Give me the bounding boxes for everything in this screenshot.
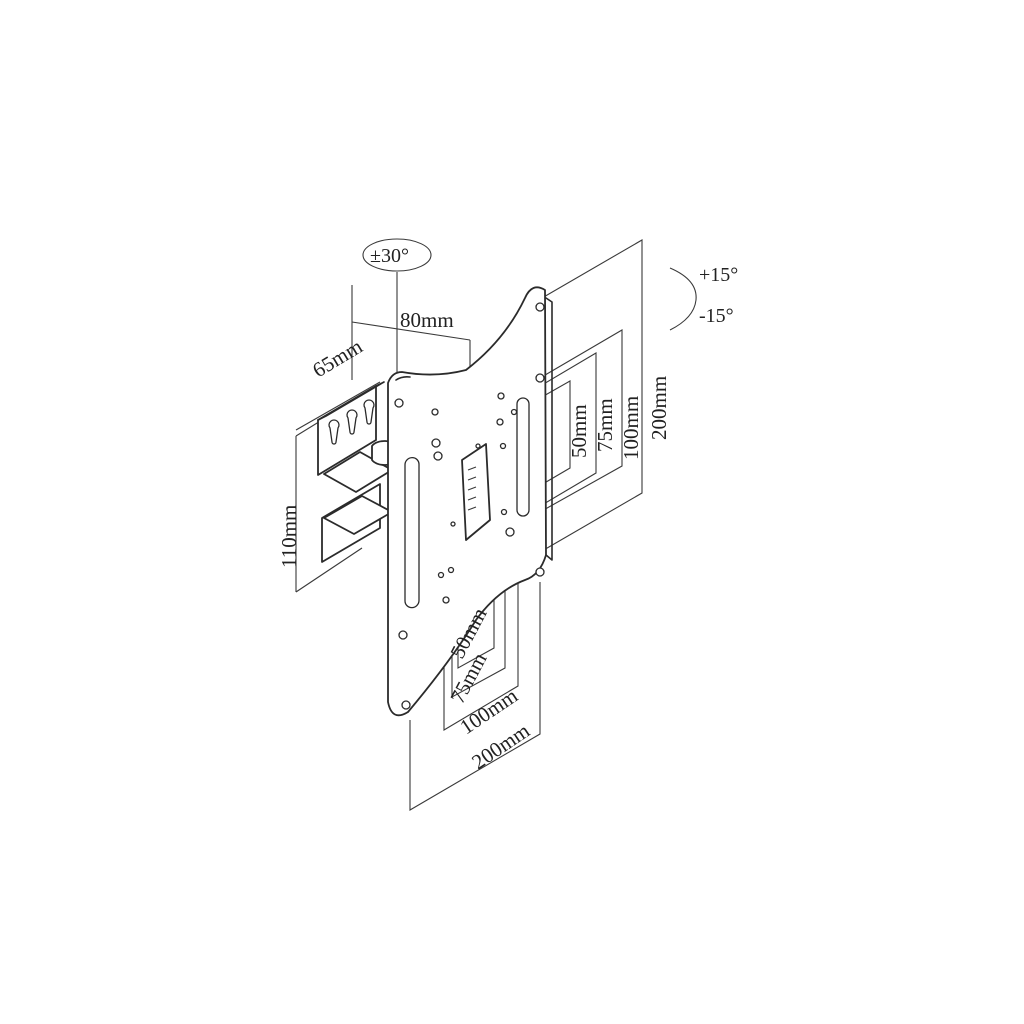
vesa-v-100-label: 100mm: [619, 396, 643, 460]
frame-200-horizontal: [409, 582, 541, 811]
tilt-block: [461, 443, 491, 541]
plate-width-label: 65mm: [308, 334, 366, 382]
mount-hole: [431, 438, 441, 448]
mount-hole: [510, 408, 518, 416]
keyhole-3: [363, 399, 375, 425]
wall-plate: [317, 381, 399, 563]
keyhole-1: [328, 419, 340, 445]
wall-plate-top-flange: [317, 381, 385, 421]
dimension-lines: [295, 272, 471, 593]
tilt-teeth: [467, 466, 477, 511]
slot-left: [404, 456, 420, 609]
mount-hole: [442, 596, 450, 604]
tv-plate-edge: [395, 297, 553, 561]
swivel-label: ±30°: [370, 245, 409, 267]
mount-hole: [433, 451, 443, 461]
frame-100-horizontal: [443, 555, 519, 731]
mount-hole: [398, 630, 408, 640]
vesa-v-75-label: 75mm: [593, 398, 617, 452]
mount-hole: [401, 700, 411, 710]
plate-height-label: 110mm: [277, 505, 301, 568]
arm-depth-label: 80mm: [400, 308, 454, 332]
mount-hole: [497, 392, 505, 400]
mount-hole: [450, 521, 456, 527]
mount-hole: [431, 408, 439, 416]
tilt-arc: [669, 267, 697, 331]
frame-100-vertical: [539, 329, 623, 513]
keyhole-2: [346, 409, 358, 435]
mount-hole: [535, 373, 545, 383]
frame-200-vertical: [541, 239, 643, 552]
mount-hole: [500, 508, 508, 516]
mount-hole: [394, 398, 404, 408]
tilt-indicator: +15° -15°: [669, 264, 738, 331]
mount-hole: [475, 443, 481, 449]
slot-right: [516, 397, 530, 517]
mount-hole: [437, 571, 445, 579]
tilt-down-label: -15°: [699, 305, 734, 327]
vesa-v-200-label: 200mm: [647, 376, 671, 440]
plate-width-line: [295, 381, 381, 431]
vesa-v-50-label: 50mm: [567, 404, 591, 458]
frame-75-vertical: [519, 352, 597, 519]
mount-hole: [499, 442, 507, 450]
mount-hole: [505, 527, 515, 537]
tilt-up-label: +15°: [699, 264, 738, 286]
plate-height-bottom: [295, 547, 363, 593]
swivel-indicator: ±30°: [362, 238, 432, 272]
mount-hole: [447, 566, 455, 574]
arm-depth-line: [351, 321, 471, 341]
tv-mounting-plate: [387, 286, 553, 717]
swivel-ellipse: [362, 238, 432, 272]
mount-hole: [496, 418, 504, 426]
mount-hole: [535, 567, 545, 577]
mount-hole: [535, 302, 545, 312]
